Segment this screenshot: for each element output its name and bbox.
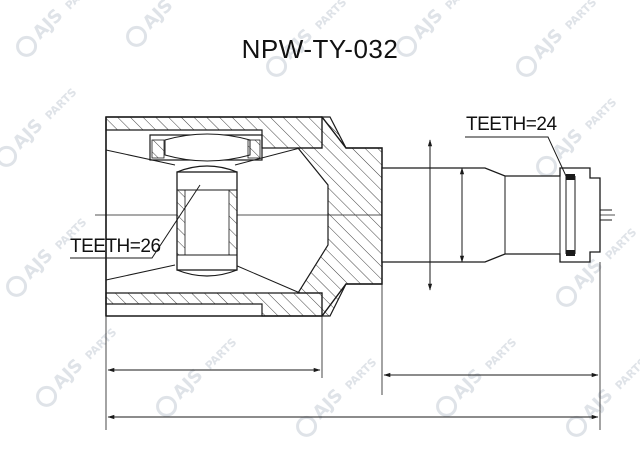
watermark-ring-icon	[156, 395, 178, 417]
watermark-ring-icon	[516, 55, 538, 77]
watermark-ring-icon	[396, 35, 418, 57]
watermark-brand: AJS	[449, 365, 488, 404]
shaft-groove	[566, 174, 575, 180]
watermark-brand: AJS	[139, 0, 178, 34]
watermark-sub: PARTS	[603, 226, 640, 263]
watermark-sub: PARTS	[563, 0, 600, 32]
watermark-sub: PARTS	[483, 336, 520, 373]
watermark-brand: AJS	[579, 385, 618, 424]
watermark-brand: AJS	[49, 355, 88, 394]
watermark-sub: PARTS	[343, 356, 380, 393]
watermark-ring-icon	[36, 385, 58, 407]
teeth-outer-leader	[465, 136, 567, 177]
roller-spline-band	[176, 189, 186, 256]
watermark-sub: PARTS	[613, 356, 640, 393]
inner-cavity	[105, 147, 301, 294]
watermark-ring-icon	[0, 145, 18, 167]
watermark-brand: AJS	[19, 245, 58, 284]
teeth-outer-label: TEETH=24	[466, 114, 557, 135]
watermark-brand: AJS	[9, 115, 48, 154]
watermark-ring-icon	[16, 35, 38, 57]
shaft-groove	[566, 250, 575, 256]
needle-bearing-race	[247, 139, 261, 159]
watermark-ring-icon	[6, 275, 28, 297]
housing-bottom-section	[105, 292, 323, 317]
watermark-sub: PARTS	[313, 0, 350, 32]
teeth-inner-leader	[70, 184, 201, 259]
roller-cap-bottom	[176, 269, 238, 277]
output-shaft	[381, 167, 601, 263]
page-title: NPW-TY-032	[241, 34, 399, 64]
watermark-brand: AJS	[309, 385, 348, 424]
needle-bearing-race	[151, 139, 165, 159]
roller-spline-band	[228, 189, 238, 256]
watermark-ring-icon	[296, 415, 318, 437]
watermark-sub: PARTS	[83, 326, 120, 363]
teeth-inner-label: TEETH=26	[70, 236, 161, 257]
watermark-ring-icon	[536, 155, 558, 177]
watermark-brand: AJS	[169, 365, 208, 404]
watermark-ring-icon	[556, 285, 578, 307]
watermark-sub: PARTS	[173, 0, 210, 2]
watermark-sub: PARTS	[583, 96, 620, 133]
roller-cap-top	[176, 165, 238, 173]
watermark-ring-icon	[566, 415, 588, 437]
watermark-ring-icon	[436, 395, 458, 417]
watermark-ring-icon	[126, 25, 148, 47]
watermark-sub: PARTS	[203, 336, 240, 373]
needle-bearing-bore	[164, 133, 251, 162]
watermark-sub: PARTS	[63, 0, 100, 12]
watermark-sub: PARTS	[43, 86, 80, 123]
watermark-sub: PARTS	[443, 0, 480, 12]
watermark-ring-icon	[266, 55, 288, 77]
